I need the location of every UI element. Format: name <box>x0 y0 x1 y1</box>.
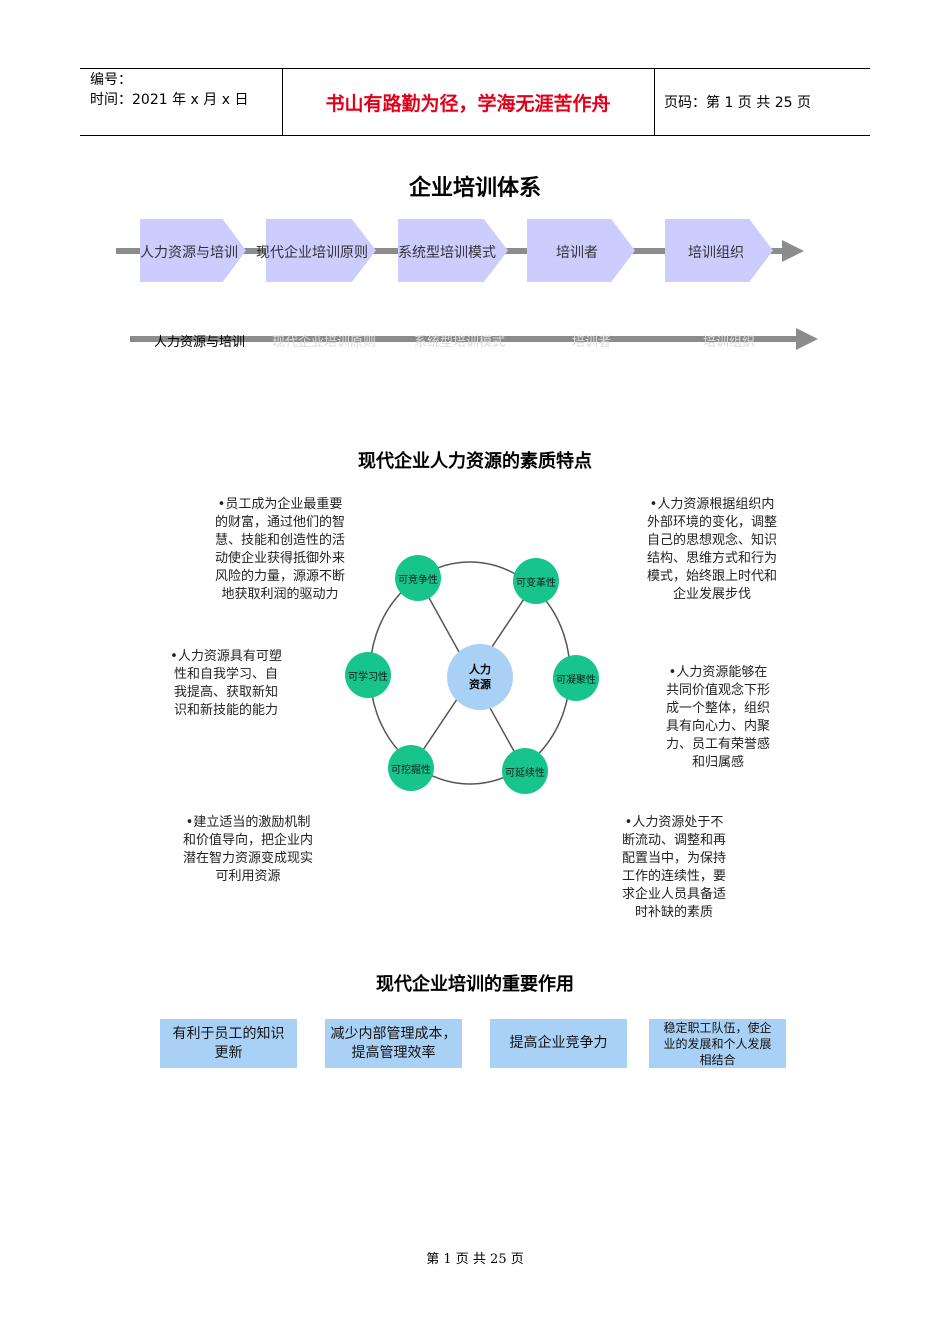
role-box-line: 减少内部管理成本， <box>330 1025 457 1042</box>
desc-line: 可利用资源 <box>215 869 281 884</box>
desc-line: 断流动、调整和再 <box>621 833 726 848</box>
role-box-competitiveness: 提高企业竞争力 <box>490 1019 627 1068</box>
desc-line: •人力资源能够在 <box>668 665 768 680</box>
desc-line: 模式，始终跟上时代和 <box>646 569 777 584</box>
role-box-knowledge-update: 有利于员工的知识 更新 <box>160 1019 297 1068</box>
role-box-stabilize-workforce: 稳定职工队伍，使企 业的发展和个人发展 相结合 <box>649 1019 786 1068</box>
node-changeability: 可变革性 <box>513 558 559 604</box>
desc-line: 时补缺的素质 <box>634 905 713 920</box>
desc-adapt-change: •人力资源根据组织内 外部环境的变化，调整 自己的思想观念、知识 结构、思维方式… <box>632 496 792 604</box>
role-box-reduce-cost: 减少内部管理成本， 提高管理效率 <box>325 1019 462 1068</box>
flow-step-5-label: 培训组织 <box>688 245 744 261</box>
node-continuity: 可延续性 <box>502 748 548 794</box>
role-box-line: 有利于员工的知识 <box>172 1025 285 1042</box>
header-top-border <box>80 68 870 69</box>
flow-step-3-label: 系统型培训模式 <box>398 245 496 261</box>
node-exploitability: 可挖掘性 <box>388 745 434 791</box>
flow-row2-label-4: 培训者 <box>572 335 612 350</box>
desc-incentive: •建立适当的激励机制 和价值导向，把企业内 潜在智力资源变成现实 可利用资源 <box>168 814 328 886</box>
desc-line: •人力资源具有可塑 <box>170 649 282 664</box>
time-label: 时间：2021 年 x 月 x 日 <box>90 92 249 108</box>
flow-arrow-line-2 <box>130 336 800 342</box>
roles-title: 现代企业培训的重要作用 <box>376 974 574 995</box>
desc-line: 性和自我学习、自 <box>173 667 278 682</box>
desc-line: •人力资源处于不 <box>624 815 724 830</box>
header-left-cell: 编号： 时间：2021 年 x 月 x 日 <box>90 70 248 110</box>
qualities-diagram-lines <box>369 561 571 785</box>
flow-arrow-head-2 <box>796 328 818 350</box>
desc-line: 配置当中，为保持 <box>621 851 726 866</box>
desc-cohesion: •人力资源能够在 共同价值观念下形 成一个整体，组织 具有向心力、内聚 力、员工… <box>650 664 786 772</box>
desc-line: 力、员工有荣誉感 <box>665 737 770 752</box>
desc-line: 识和新技能的能力 <box>173 703 278 718</box>
role-box-line: 更新 <box>214 1044 243 1061</box>
flow-step-1-label: 人力资源与培训 <box>140 245 238 261</box>
flow-step-1 <box>140 219 246 282</box>
desc-line: 求企业人员具备适 <box>621 887 726 902</box>
node-competitiveness: 可竞争性 <box>395 555 441 601</box>
number-label: 编号： <box>90 72 132 88</box>
desc-line: 具有向心力、内聚 <box>665 719 770 734</box>
desc-line: •人力资源根据组织内 <box>649 497 775 512</box>
center-node-human-resources: 人力 资源 <box>447 644 513 710</box>
desc-line: 动使企业获得抵御外来 <box>214 551 345 566</box>
desc-mobility: •人力资源处于不 断流动、调整和再 配置当中，为保持 工作的连续性，要 求企业人… <box>606 814 742 922</box>
desc-line: 和价值导向，把企业内 <box>182 833 313 848</box>
header-divider-1 <box>282 68 283 136</box>
desc-line: 共同价值观念下形 <box>665 683 770 698</box>
flow-row2-label-5: 培训组织 <box>703 335 756 350</box>
main-title: 企业培训体系 <box>408 175 541 201</box>
center-node-line1: 人力 <box>469 663 491 676</box>
flow-step-2 <box>266 219 376 282</box>
role-box-line: 业的发展和个人发展 <box>663 1036 772 1051</box>
desc-line: 工作的连续性，要 <box>621 869 726 884</box>
flow-row2-label-3: 系统型培训模式 <box>414 335 506 350</box>
desc-line: 风险的力量，源源不断 <box>214 569 345 584</box>
desc-line: 的财富，通过他们的智 <box>214 515 345 530</box>
flow-row2-label-2: 现代企业培训原则 <box>272 335 377 350</box>
desc-line: 结构、思维方式和行为 <box>646 551 777 566</box>
desc-learning: •人力资源具有可塑 性和自我学习、自 我提高、获取新知 识和新技能的能力 <box>158 648 294 720</box>
qualities-title: 现代企业人力资源的素质特点 <box>358 451 592 472</box>
desc-line: 地获取利润的驱动力 <box>221 587 339 602</box>
desc-line: 企业发展步伐 <box>672 587 751 602</box>
header-bottom-border <box>80 135 870 136</box>
header-motto: 书山有路勤为径，学海无涯苦作舟 <box>325 92 611 115</box>
desc-employee-wealth: •员工成为企业最重要 的财富，通过他们的智 慧、技能和创造性的活 动使企业获得抵… <box>200 496 360 604</box>
header-page-info: 页码：第 1 页 共 25 页 <box>664 95 811 111</box>
desc-line: 外部环境的变化，调整 <box>646 515 777 530</box>
page-footer: 第 1 页 共 25 页 <box>426 1252 524 1267</box>
desc-line: •员工成为企业最重要 <box>217 497 343 512</box>
desc-line: 慧、技能和创造性的活 <box>214 533 345 548</box>
flow-step-2-label: 现代企业培训原则 <box>256 245 368 261</box>
node-cohesiveness: 可凝聚性 <box>553 655 599 701</box>
flow-row2-label-1: 人力资源与培训 <box>154 335 246 350</box>
flow-step-3 <box>398 219 508 282</box>
desc-line: •建立适当的激励机制 <box>185 815 311 830</box>
flow-arrow-head-1 <box>782 240 804 262</box>
flow-step-4 <box>527 219 635 282</box>
desc-line: 成一个整体，组织 <box>665 701 770 716</box>
desc-line: 我提高、获取新知 <box>173 685 278 700</box>
flow-step-5 <box>665 219 773 282</box>
desc-line: 自己的思想观念、知识 <box>646 533 777 548</box>
center-node-line2: 资源 <box>469 678 491 691</box>
role-box-line: 提高管理效率 <box>351 1044 436 1061</box>
role-box-line: 相结合 <box>699 1052 736 1067</box>
node-learnability: 可学习性 <box>345 652 391 698</box>
flow-step-4-label: 培训者 <box>556 245 598 261</box>
desc-line: 潜在智力资源变成现实 <box>182 851 313 866</box>
role-box-line: 稳定职工队伍，使企 <box>663 1020 772 1035</box>
desc-line: 和归属感 <box>691 755 744 770</box>
role-box-line: 提高企业竞争力 <box>509 1035 608 1051</box>
header-divider-2 <box>654 68 655 136</box>
